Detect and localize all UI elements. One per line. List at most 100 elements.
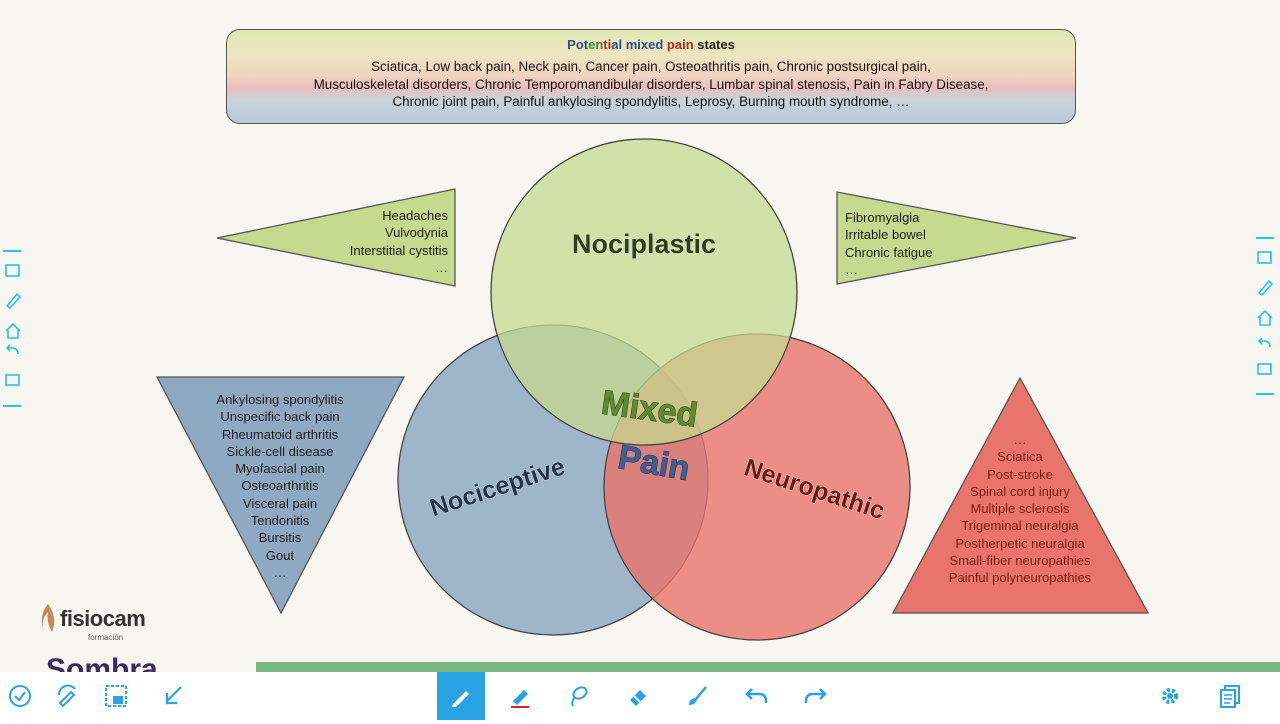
list-item: Multiple sclerosis bbox=[970, 501, 1070, 517]
title-segment: en bbox=[588, 37, 604, 52]
right-side-toolbar bbox=[1257, 251, 1274, 375]
list-item: Unspecific back pain bbox=[220, 409, 340, 425]
home-icon[interactable] bbox=[1257, 309, 1273, 326]
redo-button[interactable] bbox=[795, 676, 835, 716]
list-item: … bbox=[435, 259, 448, 275]
eraser-icon bbox=[630, 690, 646, 706]
nociceptive-triangle bbox=[155, 376, 406, 615]
logo-name: fisiocam bbox=[60, 606, 146, 631]
edit-refresh-icon bbox=[57, 684, 76, 708]
list-item: Osteoarthritis bbox=[241, 478, 319, 494]
list-item: Visceral pain bbox=[242, 495, 318, 511]
neuropathic-examples: … Sciatica Post-stroke Spinal cord injur… bbox=[920, 431, 1120, 587]
mixed-pain-states-banner: Potential mixed pain states Sciatica, Lo… bbox=[226, 29, 1076, 124]
list-item: Post-stroke bbox=[987, 466, 1053, 482]
banner-title: Potential mixed pain states bbox=[227, 37, 1075, 52]
screenshot-tool-button[interactable] bbox=[96, 676, 136, 716]
arrow-icon bbox=[165, 686, 182, 705]
pen-icon[interactable] bbox=[5, 292, 22, 310]
title-pain: pain bbox=[666, 37, 694, 52]
side-toolbar-divider bbox=[1256, 393, 1274, 395]
list-item: … bbox=[1013, 432, 1027, 447]
list-item: Rheumatoid arthritis bbox=[221, 426, 339, 442]
check-circle-icon bbox=[9, 685, 31, 707]
settings-button[interactable] bbox=[1150, 676, 1190, 716]
list-item: Sickle-cell disease bbox=[226, 443, 334, 459]
eraser-tool-button[interactable] bbox=[618, 676, 658, 716]
list-item: Myofascial pain bbox=[235, 461, 325, 477]
list-item: Painful polyneuropathies bbox=[948, 570, 1092, 586]
list-item: … bbox=[845, 261, 858, 277]
side-toolbar-divider bbox=[3, 250, 21, 252]
documents-icon bbox=[1220, 685, 1240, 708]
side-toolbar-divider bbox=[3, 405, 21, 407]
home-icon[interactable] bbox=[5, 322, 21, 339]
list-item: Irritable bowel bbox=[845, 227, 926, 243]
nociceptive-examples: Ankylosing spondylitis Unspecific back p… bbox=[180, 391, 380, 581]
banner-line: Sciatica, Low back pain, Neck pain, Canc… bbox=[371, 59, 931, 74]
undo-icon[interactable] bbox=[5, 344, 19, 355]
list-item: Fibromyalgia bbox=[845, 210, 920, 225]
screen-icon[interactable] bbox=[1257, 251, 1272, 264]
fullscreen-icon[interactable] bbox=[5, 374, 20, 386]
flame-logo-icon bbox=[41, 604, 55, 632]
nociplastic-label: Nociplastic bbox=[572, 229, 716, 259]
list-item: Ankylosing spondylitis bbox=[216, 392, 344, 407]
marker-icon bbox=[511, 690, 529, 708]
neuropathic-triangle bbox=[891, 376, 1150, 614]
undo-icon[interactable] bbox=[1257, 337, 1271, 348]
nociplastic-left-triangle bbox=[216, 188, 456, 287]
list-item: Chronic fatigue bbox=[845, 244, 933, 260]
list-item: Tendonitis bbox=[250, 513, 310, 529]
list-item: Spinal cord injury bbox=[970, 483, 1070, 499]
overlay-text: Sombra bbox=[46, 653, 158, 672]
list-item: Headaches bbox=[382, 208, 448, 223]
title-mixed: mixed bbox=[625, 37, 664, 52]
list-item: Postherpetic neuralgia bbox=[955, 535, 1085, 551]
list-item: Small-fiber neuropathies bbox=[949, 553, 1091, 569]
annotate-tool-button[interactable] bbox=[48, 676, 88, 716]
undo-icon bbox=[745, 688, 768, 703]
nociplastic-examples-left: Headaches Vulvodynia Interstitial cystit… bbox=[350, 207, 448, 276]
list-item: Interstitial cystitis bbox=[349, 242, 448, 258]
pen-tool-button[interactable] bbox=[437, 672, 485, 720]
list-item: … bbox=[273, 564, 287, 580]
list-item: Sciatica bbox=[997, 449, 1043, 465]
brush-tool-button[interactable] bbox=[677, 676, 717, 716]
nociplastic-examples-right: Fibromyalgia Irritable bowel Chronic fat… bbox=[845, 209, 932, 278]
brush-icon bbox=[689, 686, 707, 705]
check-tool-button[interactable] bbox=[0, 676, 40, 716]
pages-button[interactable] bbox=[1210, 676, 1250, 716]
capture-icon bbox=[105, 685, 127, 707]
progress-strip bbox=[256, 662, 1280, 672]
nociplastic-right-triangle bbox=[836, 191, 1077, 285]
pen-icon[interactable] bbox=[1257, 279, 1274, 297]
fisiocam-logo: fisiocam formación bbox=[36, 602, 146, 642]
left-side-toolbar bbox=[5, 264, 22, 386]
list-item: Bursitis bbox=[258, 530, 302, 546]
lasso-tool-button[interactable] bbox=[558, 676, 598, 716]
list-item: Trigeminal neuralgia bbox=[961, 518, 1079, 534]
redo-icon bbox=[804, 688, 827, 703]
screen-icon[interactable] bbox=[5, 264, 20, 277]
lasso-icon bbox=[571, 686, 588, 707]
banner-conditions: Sciatica, Low back pain, Neck pain, Canc… bbox=[227, 58, 1075, 111]
fullscreen-icon[interactable] bbox=[1257, 363, 1272, 375]
title-states: states bbox=[697, 37, 735, 52]
list-item: Vulvodynia bbox=[384, 225, 448, 241]
pencil-icon bbox=[452, 691, 469, 707]
logo-subtitle: formación bbox=[88, 633, 124, 642]
nociplastic-circle bbox=[490, 138, 798, 446]
banner-line: Musculoskeletal disorders, Chronic Tempo… bbox=[313, 76, 989, 92]
title-segment: Pot bbox=[567, 37, 589, 52]
undo-button[interactable] bbox=[737, 676, 777, 716]
side-toolbar-divider bbox=[1256, 237, 1274, 239]
marker-tool-button[interactable] bbox=[500, 676, 540, 716]
banner-line: Chronic joint pain, Painful ankylosing s… bbox=[392, 94, 910, 109]
title-segment: ti bbox=[603, 37, 612, 52]
title-segment: al bbox=[611, 37, 626, 52]
gear-icon bbox=[1162, 688, 1178, 704]
pointer-tool-button[interactable] bbox=[154, 676, 194, 716]
list-item: Gout bbox=[265, 547, 295, 563]
